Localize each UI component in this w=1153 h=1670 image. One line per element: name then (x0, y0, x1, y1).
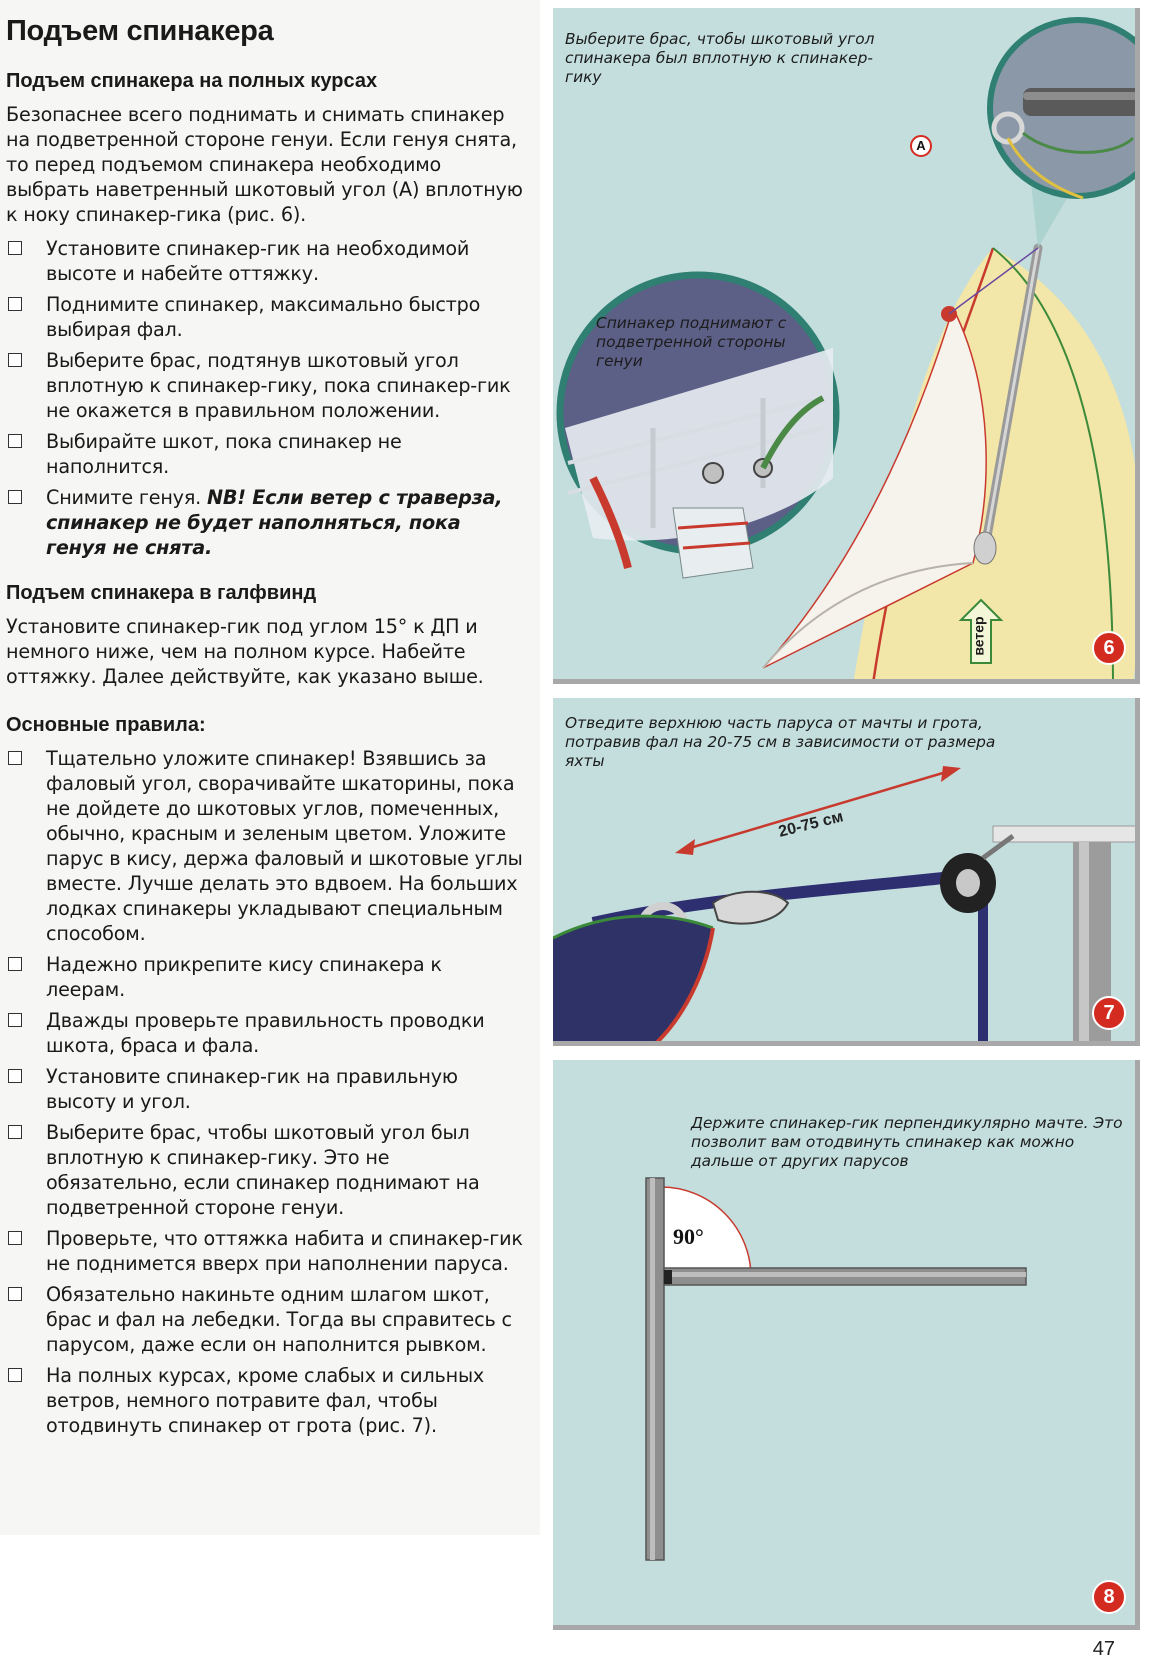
marker-a: A (910, 135, 932, 157)
checkbox-icon (8, 1069, 22, 1083)
figure-7-panel: Отведите верхнюю часть паруса от мачты и… (553, 698, 1140, 1046)
checklist-item: Поднимите спинакер, максимально быстро в… (6, 292, 526, 342)
figure-8-caption: Держите спинакер-гик перпендикулярно мач… (691, 1114, 1123, 1170)
figure-7-caption: Отведите верхнюю часть паруса от мачты и… (565, 714, 996, 770)
checkbox-icon (8, 1287, 22, 1301)
checklist-item: Выберите брас, подтянув шкотовый угол вп… (6, 348, 526, 423)
steps-list: Установите спинакер-гик на необходимой в… (6, 236, 526, 560)
section-heading-rules: Основные правила: (6, 714, 206, 736)
nb-warning: NB! Если ветер с траверза, спинакер не б… (46, 486, 503, 559)
figure-8-panel: Держите спинакер-гик перпендикулярно мач… (553, 1060, 1140, 1630)
rule-item: На полных курсах, кроме слабых и сильных… (6, 1363, 526, 1438)
beam-reach-paragraph: Установите спинакер-гик под углом 15° к … (6, 615, 484, 688)
figure-7-illustration (553, 766, 1135, 1041)
pole-end (973, 531, 997, 565)
intro-paragraph: Безопаснее всего поднимать и снимать спи… (6, 103, 523, 226)
section-heading-beam-reach: Подъем спинакера в галфвинд (6, 582, 317, 604)
wind-arrow-icon (958, 598, 1004, 664)
checkbox-icon (8, 1125, 22, 1139)
checkbox-icon (8, 241, 22, 255)
checklist-item: Установите спинакер-гик на необходимой в… (6, 236, 526, 286)
text-column: Подъем спинакера Подъем спинакера на пол… (0, 0, 540, 1535)
figure-6-illustration (556, 17, 1135, 679)
checkbox-icon (8, 751, 22, 765)
rule-item: Обязательно накиньте одним шлагом шкот, … (6, 1282, 526, 1357)
checklist-item: Снимите генуя. NB! Если ветер с траверза… (6, 485, 526, 560)
sail-head (553, 916, 713, 1041)
distance-arrow (682, 768, 954, 852)
page-number: 47 (1092, 1638, 1115, 1660)
checkbox-icon (8, 1368, 22, 1382)
shackle (711, 890, 790, 925)
figure-8-number-badge: 8 (1092, 1580, 1126, 1614)
mast-cap (992, 825, 1135, 843)
rule-item: Установите спинакер-гик на правильную вы… (6, 1064, 526, 1114)
angle-label: 90° (673, 1224, 704, 1249)
checkbox-icon (8, 490, 22, 504)
checkbox-icon (8, 353, 22, 367)
checkbox-icon (8, 297, 22, 311)
checkbox-icon (8, 434, 22, 448)
rule-item: Тщательно уложите спинакер! Взявшись за … (6, 746, 526, 946)
wind-label: ветер (970, 616, 987, 656)
checkbox-icon (8, 1231, 22, 1245)
rules-list: Тщательно уложите спинакер! Взявшись за … (6, 746, 526, 1438)
angle-arc (660, 1186, 752, 1278)
figure-8-illustration (645, 1177, 1027, 1561)
rule-item: Выберите брас, чтобы шкотовый угол был в… (6, 1120, 526, 1220)
checklist-item: Выбирайте шкот, пока спинакер не наполни… (6, 429, 526, 479)
figure-6-number-badge: 6 (1092, 631, 1126, 665)
rule-item: Дважды проверьте правильность проводки ш… (6, 1008, 526, 1058)
page-title: Подъем спинакера (6, 15, 274, 47)
figure-6-caption-top: Выберите брас, чтобы шкотовый угол спина… (565, 30, 875, 86)
checkbox-icon (8, 957, 22, 971)
figure-7-number-badge: 7 (1092, 996, 1126, 1030)
rule-item: Проверьте, что оттяжка набита и спинакер… (6, 1226, 526, 1276)
checkbox-icon (8, 1013, 22, 1027)
figure-6-caption-middle: Спинакер поднимают с подветренной сторон… (596, 314, 787, 370)
rule-item: Надежно прикрепите кису спинакера к леер… (6, 952, 526, 1002)
section-heading-full-courses: Подъем спинакера на полных курсах (6, 70, 378, 92)
figure-6-panel: Выберите брас, чтобы шкотовый угол спина… (553, 8, 1140, 684)
